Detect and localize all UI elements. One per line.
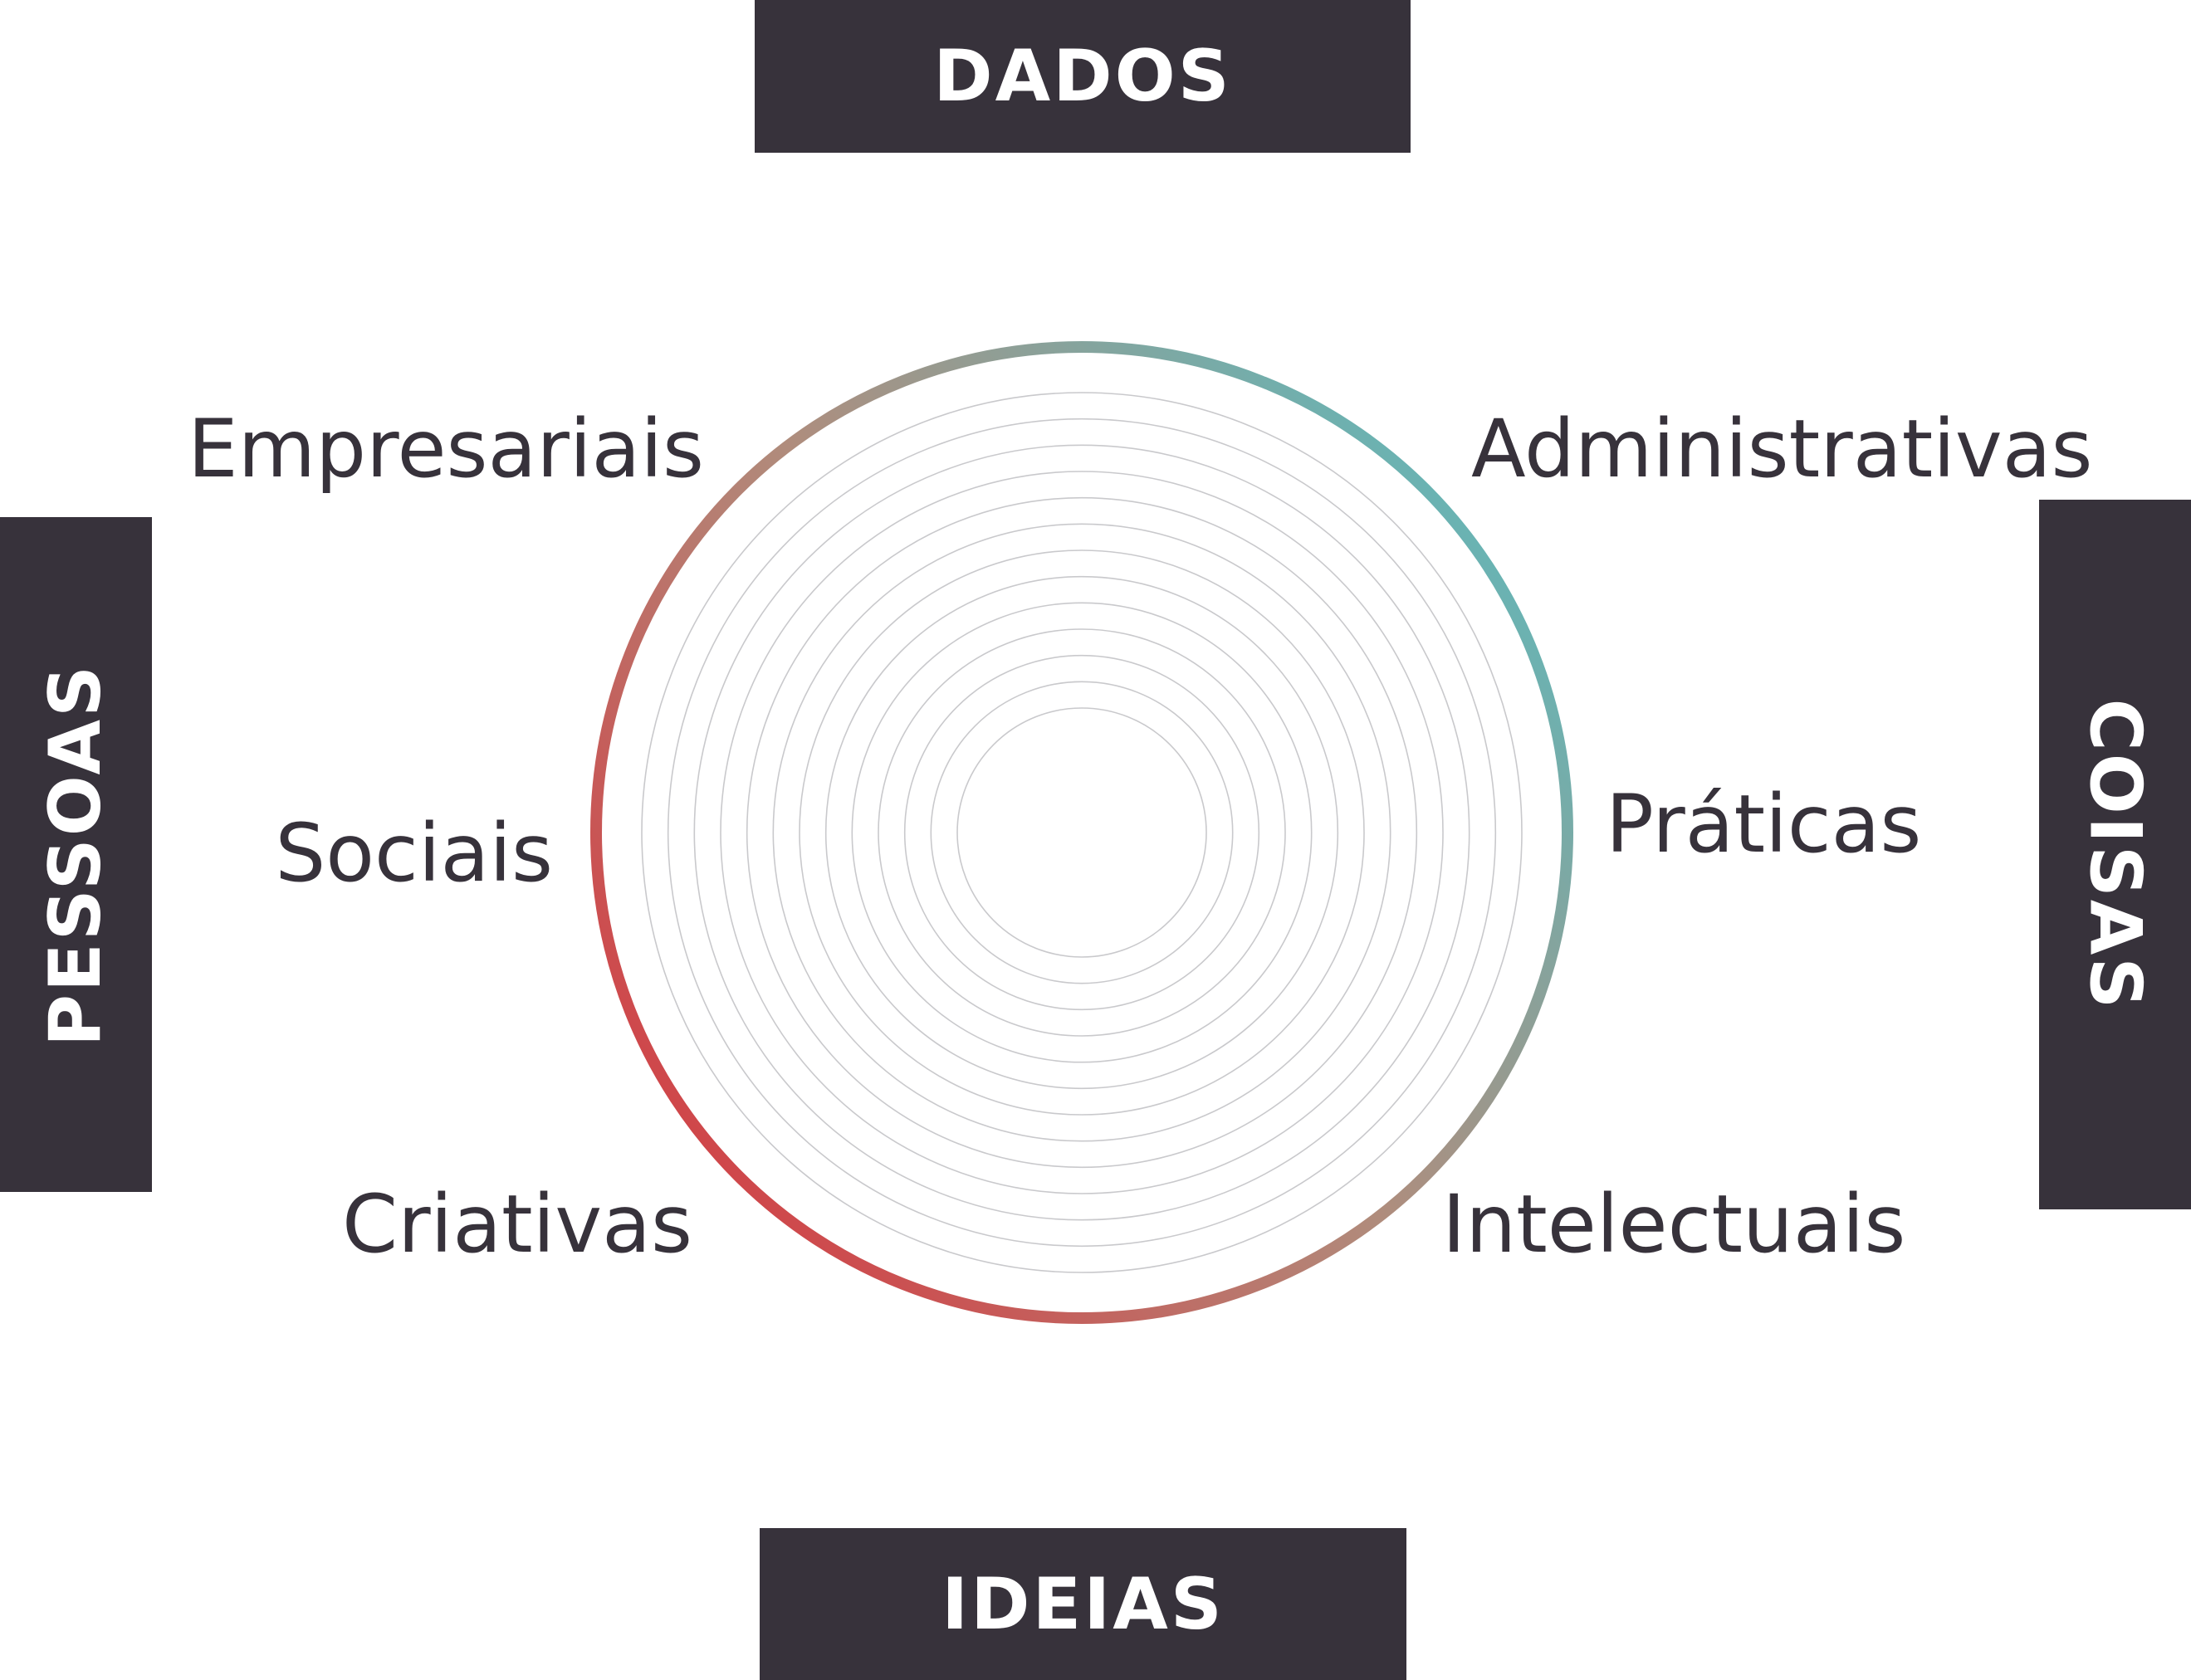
outer-gradient-ring	[590, 341, 1573, 1324]
box-ideias: IDEIAS	[760, 1528, 1406, 1680]
inner-ring	[878, 628, 1286, 1037]
inner-ring	[956, 707, 1207, 958]
box-coisas: COISAS	[2039, 500, 2191, 1209]
inner-ring	[641, 392, 1523, 1273]
inner-ring	[746, 496, 1418, 1169]
inner-ring	[903, 654, 1260, 1011]
box-pessoas: PESSOAS	[0, 517, 152, 1192]
box-dados-label: DADOS	[933, 35, 1232, 118]
box-ideias-label: IDEIAS	[941, 1562, 1225, 1646]
inner-ring	[799, 549, 1365, 1116]
inner-rings-group	[641, 392, 1523, 1273]
inner-ring	[772, 523, 1391, 1142]
label-administrativas: Administrativas	[1471, 403, 2093, 496]
box-dados: DADOS	[755, 0, 1411, 153]
label-criativas: Criativas	[342, 1178, 692, 1271]
label-sociais: Sociais	[275, 807, 553, 900]
inner-ring	[667, 418, 1497, 1248]
inner-ring	[693, 444, 1470, 1221]
label-praticas: Práticas	[1606, 778, 1922, 871]
label-empresariais: Empresariais	[187, 403, 704, 496]
inner-ring	[930, 681, 1234, 984]
label-intelectuais: Intelectuais	[1442, 1178, 1906, 1271]
inner-ring	[851, 602, 1313, 1063]
inner-ring	[720, 471, 1444, 1194]
inner-ring	[824, 575, 1339, 1090]
